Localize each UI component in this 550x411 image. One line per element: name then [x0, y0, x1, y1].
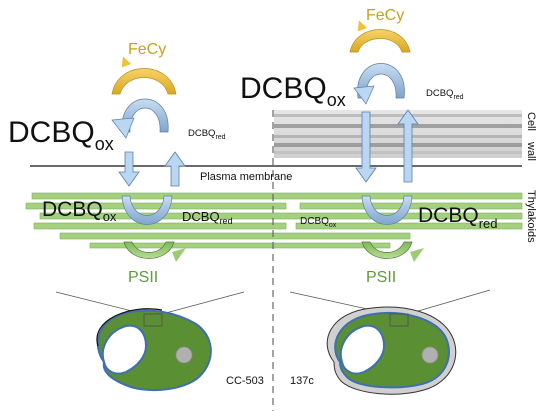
psii-label-right: PSII [366, 269, 396, 286]
dcbq-arrow-left [111, 117, 135, 139]
fecy-arc-right [349, 29, 411, 53]
dcbq-red-small-right: DCBQred [426, 88, 464, 101]
fecy-arrow-left [121, 56, 132, 68]
thylakoid-dcbq-arc-left [121, 195, 173, 225]
strain-label-left: CC-503 [226, 375, 264, 387]
dcbq-arrow-right [353, 85, 375, 105]
dcbq-red-small-left: DCBQred [188, 128, 226, 141]
dcbq-red-thylakoid-left: DCBQred [182, 209, 233, 226]
psii-arrow-left [172, 248, 186, 262]
dcbq-ox-thylakoid-right: DCBQox [300, 216, 337, 229]
dcbq-arc-right [357, 63, 405, 99]
fecy-label-left: FeCy [128, 41, 166, 58]
psii-arc-right [361, 241, 413, 259]
psii-arrow-right [410, 248, 424, 262]
fecy-arrow-right [357, 20, 368, 32]
side-label-thylakoids: Thylakoids [525, 190, 537, 243]
psii-arc-left [123, 241, 175, 259]
thylakoid-dcbq-arc-right [361, 195, 413, 225]
fecy-arc-left [111, 68, 177, 95]
cell-right [289, 289, 491, 395]
cell-wall-layers [274, 110, 522, 158]
membrane-arrows-left [118, 151, 186, 187]
cell-left [55, 291, 245, 392]
plasma-membrane-label: Plasma membrane [200, 171, 292, 183]
dcbq-arc-left [121, 98, 169, 133]
psii-label-left: PSII [128, 269, 158, 286]
fecy-label-right: FeCy [366, 7, 404, 24]
wall-crossing-arrows-right [355, 109, 419, 183]
dcbq-ox-label-left: DCBQox [8, 116, 114, 154]
dcbq-ox-label-right: DCBQox [240, 72, 346, 110]
dcbq-red-thylakoid-right: DCBQred [418, 204, 497, 231]
strain-label-right: 137c [290, 375, 314, 387]
dcbq-ox-thylakoid-left: DCBQox [42, 198, 117, 224]
side-label-cell: Cell [525, 112, 537, 131]
thylakoid-stacks [25, 192, 523, 249]
side-label-wall: wall [525, 141, 537, 161]
